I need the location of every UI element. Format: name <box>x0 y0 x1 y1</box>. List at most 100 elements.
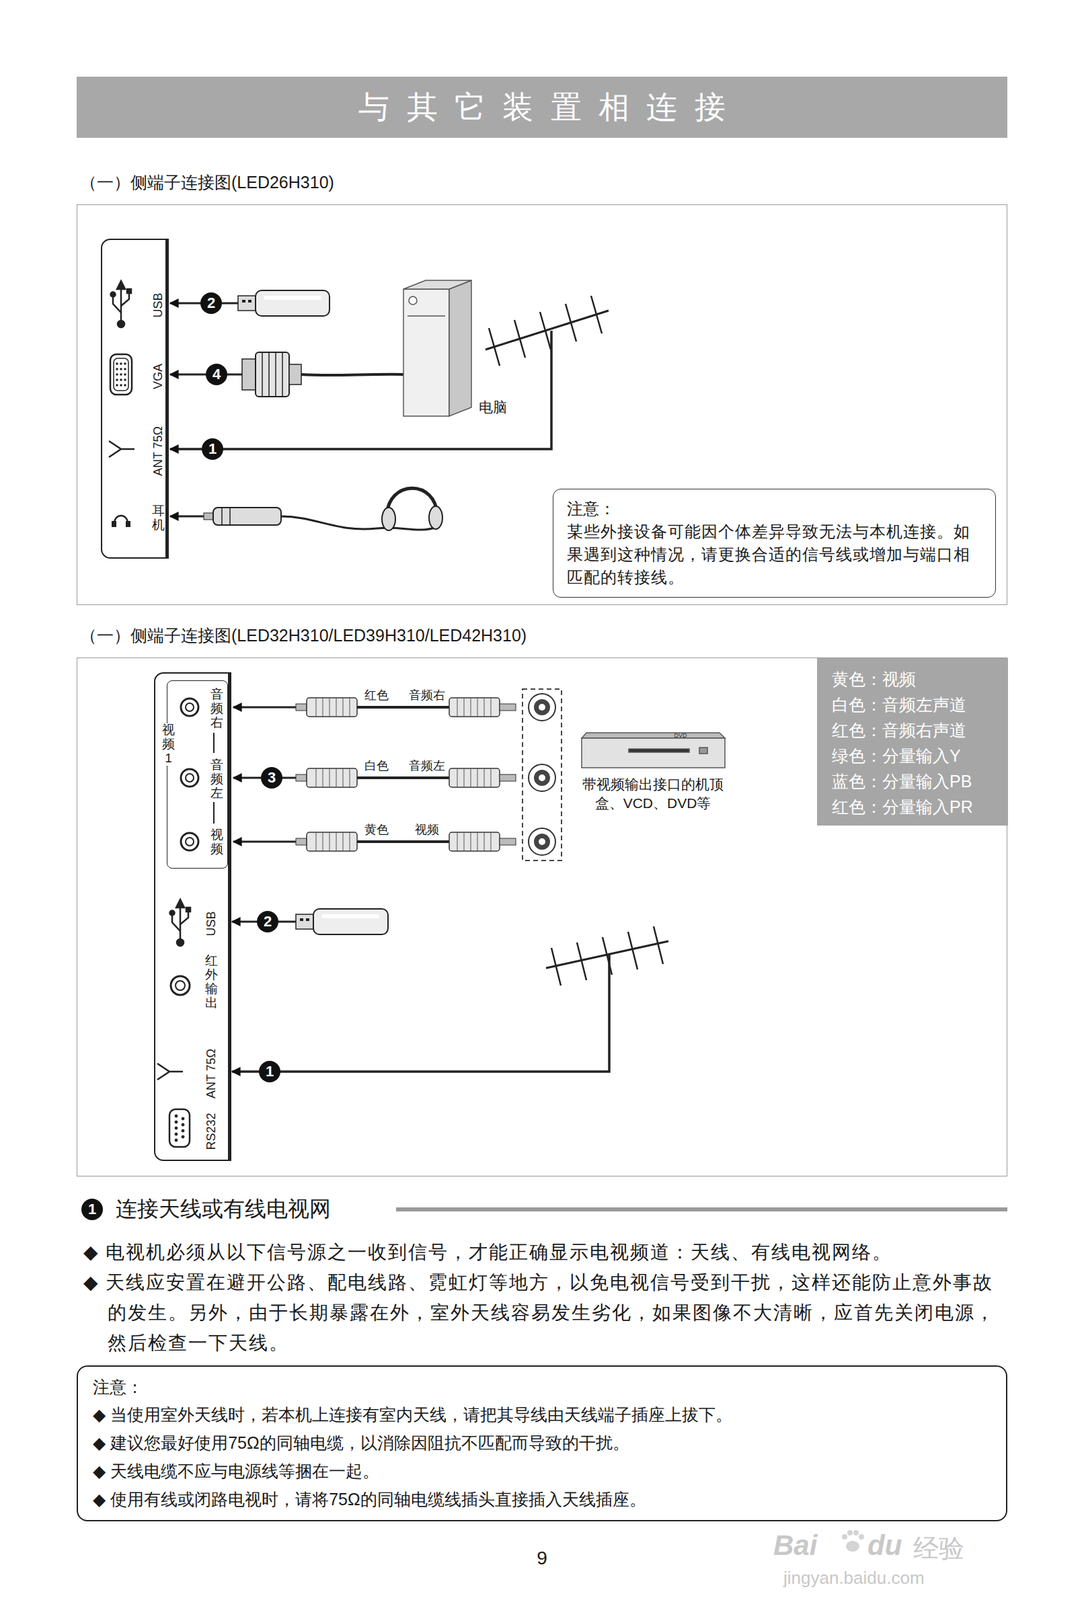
node-text: RS232 <box>204 1112 219 1150</box>
panel2-icons <box>174 1120 178 1124</box>
device-logo: DVD <box>673 732 687 740</box>
vga-cable <box>170 352 404 397</box>
node-text: ◆ 建议您最好使用75Ω的同轴电缆，以消除因阻抗不匹配而导致的干扰。 <box>92 1428 992 1458</box>
panel1-icons <box>108 441 135 458</box>
panel2-icons <box>180 769 199 787</box>
bullet-text: ◆ 天线应安置在避开公路、配电线路、霓虹灯等地方，以免电视信号受到干扰，这样还能… <box>83 1267 998 1359</box>
vga-cable <box>242 359 256 391</box>
headphone-cable <box>213 507 282 526</box>
illustration-part <box>484 698 485 717</box>
illustration-part <box>357 840 450 844</box>
jack-panel <box>522 689 562 861</box>
headphone-cable <box>221 507 230 526</box>
illustration-part <box>538 704 546 711</box>
illustration-part <box>457 698 458 717</box>
callout-number: 4 <box>212 365 221 384</box>
illustration-part <box>357 706 450 709</box>
node-text: ◆ 使用有线或闭路电视时，请将75Ω的同轴电缆线插头直接插入天线插座。 <box>92 1485 992 1514</box>
node-text: USB <box>151 292 166 318</box>
usb-cable-1 <box>238 295 256 311</box>
panel1-icons <box>119 367 123 371</box>
panel1-icons <box>123 367 127 371</box>
illustration-part <box>528 764 556 792</box>
illustration-part <box>490 698 492 717</box>
illustration-part <box>499 704 516 711</box>
illustration-part <box>477 768 479 788</box>
illustration-part <box>477 832 479 852</box>
note-box: 注意：◆ 当使用室外天线时，若本机上连接有室内天线，请把其导线由天线端子插座上拔… <box>76 1365 1008 1522</box>
panel2-icons <box>169 1109 190 1148</box>
callout-number: 1 <box>208 440 217 458</box>
usb-cable-2 <box>313 909 389 935</box>
node-text: 白色：音频左声道 <box>831 691 1009 718</box>
illustration-part <box>538 838 546 846</box>
callout-circles <box>81 1198 103 1221</box>
vga-cable <box>301 374 404 376</box>
panel2-icons <box>174 1133 178 1136</box>
illustration-part <box>449 698 500 717</box>
illustration-part <box>538 774 546 782</box>
panel2-icons <box>181 1135 185 1139</box>
node-text: 红色：分量输入PR <box>831 794 1009 820</box>
node-text: ANT 75Ω <box>151 426 166 477</box>
antenna-2 <box>231 954 610 1072</box>
panel1-icons <box>123 378 127 382</box>
panel2-icons <box>185 703 194 712</box>
dvd-player <box>628 749 690 753</box>
dvd-player <box>581 732 725 768</box>
illustration-part <box>349 832 351 852</box>
headphone-cable <box>281 516 438 530</box>
panel2-icons <box>157 1063 183 1080</box>
panel2-icons <box>185 837 194 846</box>
watermark-paw <box>858 1534 865 1540</box>
illustration-part <box>499 838 516 846</box>
computer <box>408 296 417 305</box>
dvd-player <box>581 738 725 768</box>
illustration-part <box>528 693 556 721</box>
illustration-part <box>322 768 324 788</box>
panel2-icons <box>174 1114 185 1142</box>
panel1-icons <box>123 383 127 387</box>
illustration-part <box>342 832 344 852</box>
illustration-part <box>233 706 296 709</box>
computer <box>449 280 472 417</box>
illustration-part <box>306 768 358 788</box>
node-text: ◆ 当使用室外天线时，若本机上连接有室内天线，请把其导线由天线端子插座上拔下。 <box>92 1400 992 1429</box>
vga-cable <box>262 352 283 397</box>
illustration-part <box>533 833 551 850</box>
illustration-part <box>233 693 556 856</box>
panel1-icons <box>115 383 119 387</box>
illustration-part <box>470 768 472 788</box>
illustration-part <box>470 698 472 717</box>
illustration-part <box>484 768 485 788</box>
illustration-part <box>357 776 450 780</box>
usb-cable-2 <box>295 914 314 930</box>
node-text: 音频右 <box>210 687 224 731</box>
headphone-cable <box>170 515 204 518</box>
bullet-text: ◆ 电视机必须从以下信号源之一收到信号，才能正确显示电视频道：天线、有线电视网络… <box>83 1237 998 1268</box>
illustration-part <box>457 832 458 852</box>
illustration-part <box>306 698 358 717</box>
node-text: VGA <box>151 363 166 390</box>
callout-number: 1 <box>88 1201 97 1219</box>
illustration-part <box>342 768 344 788</box>
watermark-paw <box>847 1530 853 1536</box>
illustration-part <box>329 698 331 717</box>
panel1-icons <box>115 362 127 387</box>
watermark-paw <box>841 1534 848 1540</box>
title-band <box>76 76 1008 138</box>
page-title: 与其它装置相连接 <box>76 76 1008 138</box>
illustration-part <box>329 768 331 788</box>
callout-number: 1 <box>265 1063 274 1081</box>
usb-cable-1 <box>248 299 252 303</box>
panel2-icons <box>181 1123 185 1127</box>
title-band: 与其它装置相连接 <box>76 76 1008 138</box>
panel2-icons <box>180 833 199 851</box>
device-label: 带视频输出接口的机顶盒、VCD、DVD等 <box>582 775 724 813</box>
panel1-icons <box>119 383 123 387</box>
panel1-icons <box>115 367 119 371</box>
vga-cable <box>289 364 302 385</box>
illustration-part <box>490 832 492 852</box>
node-text: ANT 75Ω <box>204 1049 219 1099</box>
